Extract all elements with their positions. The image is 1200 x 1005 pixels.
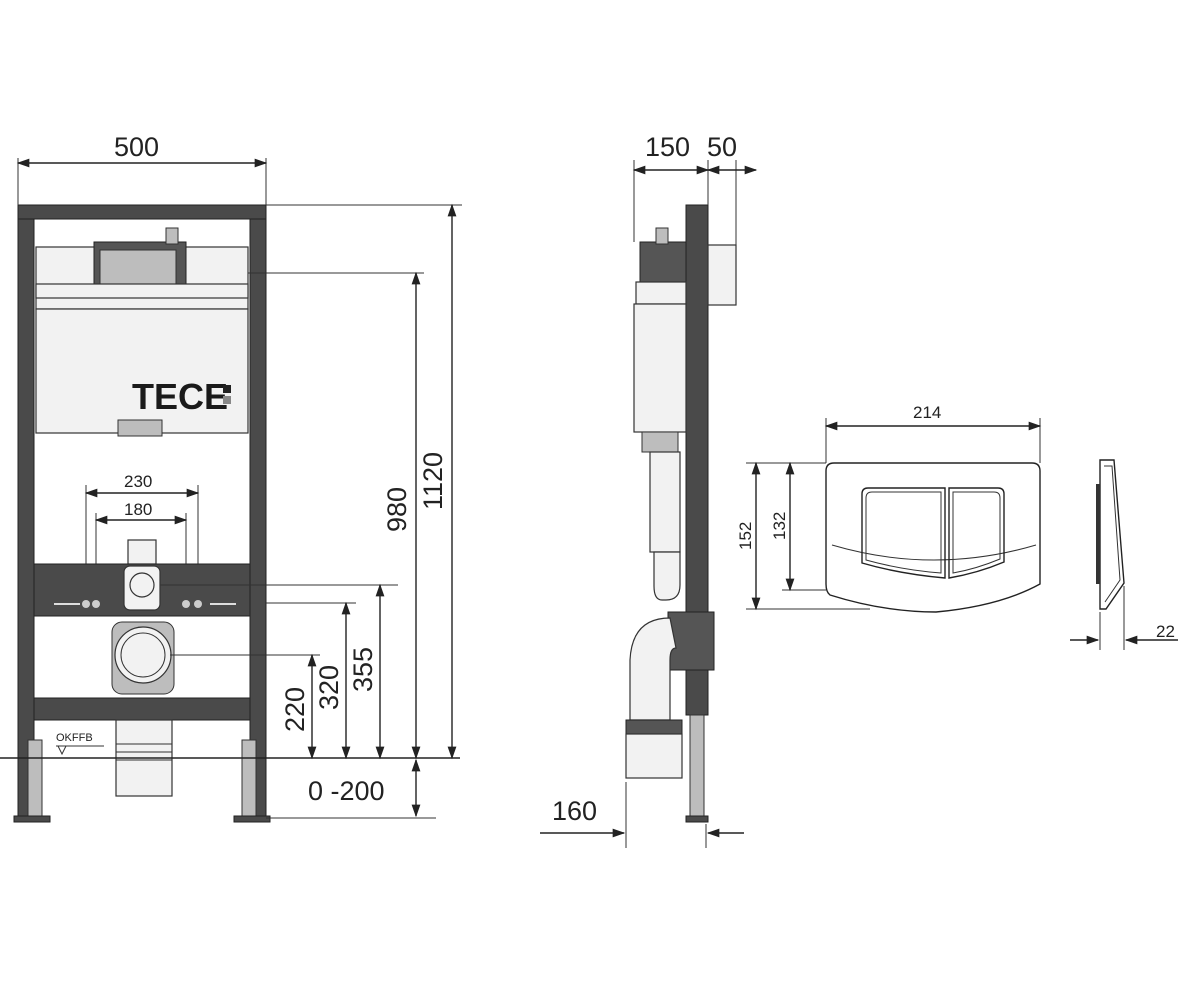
flush-pipe (127, 539, 157, 565)
stud-left-inner (92, 600, 100, 608)
plate-profile-inner (1104, 465, 1121, 603)
valve-inner (99, 249, 177, 291)
actuator-housing (707, 244, 737, 306)
dim-214-label: 214 (913, 403, 941, 422)
plate-view: 214 152 132 (736, 403, 1042, 613)
side-cistern-top (635, 281, 687, 305)
dim-230-label: 230 (124, 472, 152, 491)
side-waste-elbow (629, 617, 677, 721)
dim-22-label: 22 (1156, 622, 1175, 641)
left-foot (27, 739, 43, 821)
plate-profile-outline (1099, 459, 1125, 610)
side-foot (689, 714, 705, 821)
cistern-body (35, 308, 249, 434)
front-view: TECE 230 180 (0, 132, 462, 823)
side-foot-plate (685, 815, 709, 823)
dim-1120-label: 1120 (418, 452, 448, 510)
valve-cap (165, 227, 179, 245)
dim-220-label: 220 (280, 687, 310, 732)
side-valve-cap (655, 227, 669, 245)
dim-adjust-label: 0 -200 (308, 776, 385, 806)
dim-320-label: 320 (314, 665, 344, 710)
waste-outlet (114, 626, 172, 684)
stud-left-outer (82, 600, 90, 608)
dim-980-label: 980 (382, 487, 412, 532)
side-drain-pipe (625, 733, 683, 779)
right-upright (249, 204, 267, 821)
flush-button-large[interactable] (948, 487, 1005, 579)
floor-label: OKFFB (56, 732, 93, 744)
right-foot-plate (233, 815, 271, 823)
logo-mark (223, 385, 231, 393)
flush-button-large-inner (952, 491, 1001, 574)
floor-marker (56, 745, 104, 756)
dim-150-label: 150 (645, 132, 690, 162)
logo-mark-2 (223, 396, 231, 404)
right-foot (241, 739, 257, 821)
side-view: 150 50 160 (540, 132, 758, 848)
flush-button-small-inner (865, 491, 942, 574)
side-cistern-body (633, 303, 687, 433)
flush-plate-outline (825, 462, 1041, 613)
plate-profile-back (1096, 484, 1100, 584)
waste-outlet-inner (120, 632, 166, 678)
side-flush-bend (653, 551, 681, 601)
side-valve (639, 241, 687, 283)
flush-button-small[interactable] (861, 487, 946, 579)
plate-profile-view: 22 (1070, 459, 1178, 650)
dim-500-label: 500 (114, 132, 159, 162)
side-flush-outlet (641, 431, 679, 453)
flush-connector-ring (129, 572, 155, 598)
left-foot-plate (13, 815, 51, 823)
dim-132-label: 132 (770, 512, 789, 540)
logo-text: TECE (132, 376, 228, 417)
side-waste-housing (667, 611, 715, 671)
stud-right-outer (194, 600, 202, 608)
dim-355-label: 355 (348, 647, 378, 692)
dim-152-label: 152 (736, 522, 755, 550)
dim-50-label: 50 (707, 132, 737, 162)
side-flush-pipe (649, 451, 681, 553)
flush-outlet (117, 419, 163, 437)
bottom-bar (33, 697, 251, 721)
dim-180-label: 180 (124, 500, 152, 519)
stud-right-inner (182, 600, 190, 608)
left-upright (17, 204, 35, 821)
top-bar (17, 204, 267, 220)
cistern-rail (35, 283, 249, 299)
side-drain-ring (625, 719, 683, 735)
dim-160-label: 160 (552, 796, 597, 826)
flush-plate-curve (831, 544, 1037, 561)
